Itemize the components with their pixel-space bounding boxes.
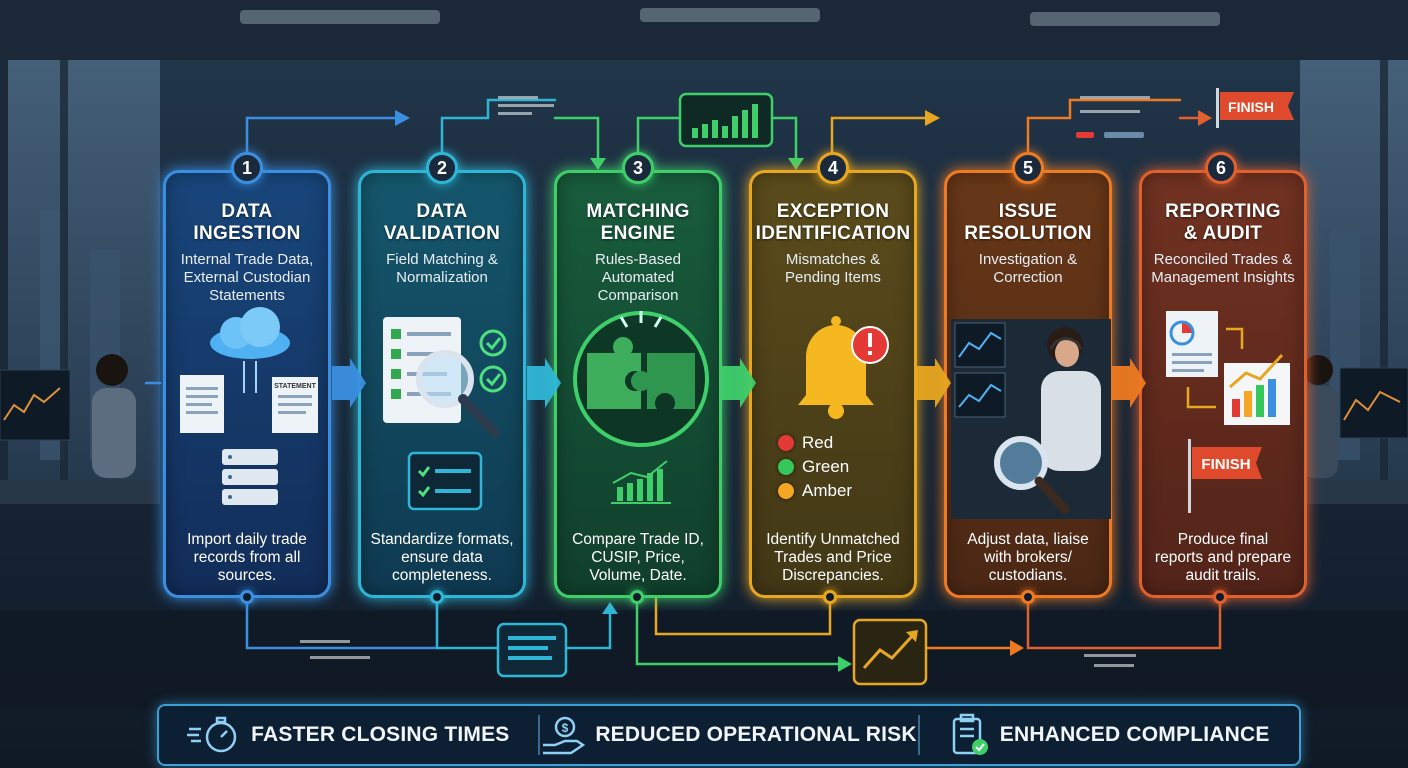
- growth-chart-icon: [1224, 353, 1290, 425]
- separator: [918, 715, 921, 755]
- benefit-label: FASTER CLOSING TIMES: [251, 723, 510, 746]
- connector-node: [1021, 590, 1035, 604]
- bar-chart-icon: [611, 460, 671, 504]
- green-dot: [778, 459, 794, 475]
- finish-flag-icon: [1188, 439, 1262, 513]
- reporting-illustration: FINISH: [1166, 311, 1290, 513]
- step-card-6: Reporting& Audit Reconciled Trades &Mana…: [1139, 170, 1307, 598]
- status-legend: Red Green Amber: [778, 431, 852, 503]
- step-number-badge: 4: [817, 152, 849, 184]
- step-subtitle: Mismatches &Pending Items: [785, 251, 881, 286]
- benefit-label: REDUCED OPERATIONAL RISK: [595, 723, 917, 746]
- step-title: DataValidation: [383, 201, 501, 244]
- ingestion-illustration: STATEMENT: [180, 307, 318, 505]
- screen-check-icon: [407, 451, 483, 511]
- step-card-1: DataIngestion Internal Trade Data,Extern…: [163, 170, 331, 598]
- statement-icon: [272, 377, 318, 433]
- step-card-2: DataValidation Field Matching &Normaliza…: [358, 170, 526, 598]
- red-dot: [778, 435, 794, 451]
- step-title: IssueResolution: [964, 201, 1092, 244]
- finish-label: FINISH: [1201, 456, 1250, 473]
- magnifier-icon: [994, 436, 1070, 514]
- benefits-bar: FASTER CLOSING TIMES $ REDUCED OPERATION…: [157, 704, 1301, 766]
- document-icon: [180, 375, 224, 433]
- resolution-illustration: [951, 319, 1111, 519]
- connector-node: [240, 590, 254, 604]
- svg-text:$: $: [562, 721, 569, 735]
- statement-label: STATEMENT: [274, 383, 316, 390]
- step-subtitle: Investigation &Correction: [978, 251, 1078, 286]
- alert-illustration: [798, 316, 889, 419]
- connector-node: [1213, 590, 1227, 604]
- finish-flag-icon: [1216, 88, 1294, 128]
- legend-red: Red: [778, 431, 852, 455]
- puzzle-icon: [587, 337, 695, 409]
- cloud-icon: [210, 307, 290, 359]
- step-card-4: ExceptionIdentification Mismatches &Pend…: [749, 170, 917, 598]
- benefit-enhanced-compliance: ENHANCED COMPLIANCE: [920, 706, 1299, 764]
- step-title: Reporting& Audit: [1165, 201, 1281, 244]
- amber-dot: [778, 483, 794, 499]
- step-number-badge: 5: [1012, 152, 1044, 184]
- validation-illustration: [383, 317, 507, 511]
- matching-illustration: [573, 311, 709, 504]
- step-title: DataIngestion: [193, 201, 301, 244]
- separator: [537, 715, 540, 755]
- step-title: MatchingEngine: [586, 201, 690, 244]
- report-icon: [1166, 311, 1218, 377]
- monitor-icon: [954, 322, 1006, 418]
- stopwatch-icon: [187, 716, 237, 753]
- benefit-faster-closing: FASTER CLOSING TIMES: [159, 706, 538, 764]
- magnifier-icon: [416, 350, 500, 438]
- exclamation-icon: [851, 326, 889, 364]
- step-number-badge: 2: [426, 152, 458, 184]
- server-icon: [222, 449, 278, 505]
- check-icons: [479, 329, 507, 393]
- connector-node: [630, 590, 644, 604]
- step-title: ExceptionIdentification: [755, 201, 911, 244]
- money-hand-icon: $: [543, 716, 586, 755]
- legend-amber: Amber: [778, 479, 852, 503]
- step-number-badge: 3: [622, 152, 654, 184]
- step-description: Compare Trade ID,CUSIP, Price,Volume, Da…: [572, 531, 704, 584]
- step-subtitle: Reconciled Trades &Management Insights: [1151, 251, 1295, 286]
- top-finish-label: FINISH: [1228, 99, 1274, 115]
- benefit-label: ENHANCED COMPLIANCE: [999, 723, 1270, 746]
- operator-figure: [1041, 327, 1101, 471]
- step-number-badge: 6: [1205, 152, 1237, 184]
- connector-node: [823, 590, 837, 604]
- legend-green: Green: [778, 455, 852, 479]
- step-subtitle: Field Matching &Normalization: [386, 251, 498, 286]
- checklist-clipboard-icon: [952, 713, 988, 755]
- step-number-badge: 1: [231, 152, 263, 184]
- connector-node: [430, 590, 444, 604]
- benefit-reduced-risk: $ REDUCED OPERATIONAL RISK: [540, 706, 919, 764]
